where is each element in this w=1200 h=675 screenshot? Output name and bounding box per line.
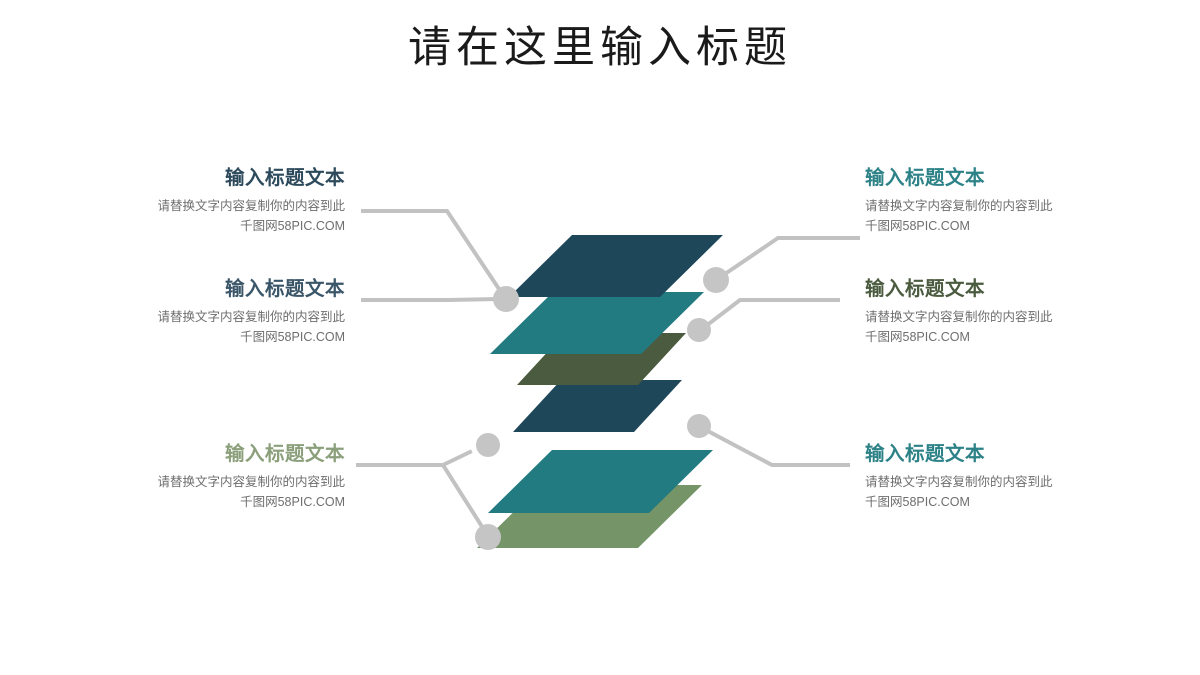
text-block-heading: 输入标题文本 [865,167,986,189]
connector-node-left-top[interactable] [493,286,519,312]
connector-line-left-1 [361,209,506,298]
text-block-right-1[interactable]: 输入标题文本 请替换文字内容复制你的内容到此 千图网58PIC.COM [865,166,1165,236]
body-line-1: 请替换文字内容复制你的内容到此 [865,199,1053,214]
body-line-1: 请替换文字内容复制你的内容到此 [157,199,345,214]
body-line-1: 请替换文字内容复制你的内容到此 [157,475,345,490]
connector-line-right-3 [703,427,850,467]
stack-layer-1 [509,235,723,297]
connector-node-right-low[interactable] [687,414,711,438]
text-block-left-1[interactable]: 输入标题文本 请替换文字内容复制你的内容到此 千图网58PIC.COM [45,166,345,236]
stack-layer-4 [513,380,682,432]
text-block-left-3[interactable]: 输入标题文本 请替换文字内容复制你的内容到此 千图网58PIC.COM [45,442,345,512]
text-block-body: 请替换文字内容复制你的内容到此 千图网58PIC.COM [45,197,345,236]
text-block-body: 请替换文字内容复制你的内容到此 千图网58PIC.COM [865,308,1165,347]
text-block-right-2[interactable]: 输入标题文本 请替换文字内容复制你的内容到此 千图网58PIC.COM [865,277,1165,347]
text-block-heading: 输入标题文本 [224,167,345,189]
connector-line-right-2 [703,298,840,329]
connector-line-left-3 [356,463,489,536]
body-line-2: 千图网58PIC.COM [865,494,970,509]
stack-layer-5 [488,450,713,513]
page-title: 请在这里输入标题 [408,25,792,72]
body-line-2: 千图网58PIC.COM [240,329,345,344]
text-block-heading: 输入标题文本 [224,278,345,300]
body-line-1: 请替换文字内容复制你的内容到此 [865,475,1053,490]
connector-node-left-bottom[interactable] [475,524,501,550]
connector-node-right-top[interactable] [703,267,729,293]
text-block-right-3[interactable]: 输入标题文本 请替换文字内容复制你的内容到此 千图网58PIC.COM [865,442,1165,512]
body-line-1: 请替换文字内容复制你的内容到此 [157,310,345,325]
text-block-body: 请替换文字内容复制你的内容到此 千图网58PIC.COM [45,308,345,347]
text-block-heading: 输入标题文本 [224,443,345,465]
text-block-left-2[interactable]: 输入标题文本 请替换文字内容复制你的内容到此 千图网58PIC.COM [45,277,345,347]
connector-line-left-4 [440,449,473,468]
connector-line-left-2 [361,296,499,302]
body-line-2: 千图网58PIC.COM [240,494,345,509]
text-block-heading: 输入标题文本 [865,278,986,300]
body-line-1: 请替换文字内容复制你的内容到此 [865,310,1053,325]
body-line-2: 千图网58PIC.COM [865,218,970,233]
connector-line-right-1 [719,236,860,279]
connector-node-left-mid[interactable] [476,433,500,457]
stack-layer-2 [490,292,704,354]
body-line-2: 千图网58PIC.COM [240,218,345,233]
body-line-2: 千图网58PIC.COM [865,329,970,344]
text-block-heading: 输入标题文本 [865,443,986,465]
text-block-body: 请替换文字内容复制你的内容到此 千图网58PIC.COM [45,473,345,512]
text-block-body: 请替换文字内容复制你的内容到此 千图网58PIC.COM [865,473,1165,512]
connector-node-right-mid[interactable] [687,318,711,342]
text-block-body: 请替换文字内容复制你的内容到此 千图网58PIC.COM [865,197,1165,236]
